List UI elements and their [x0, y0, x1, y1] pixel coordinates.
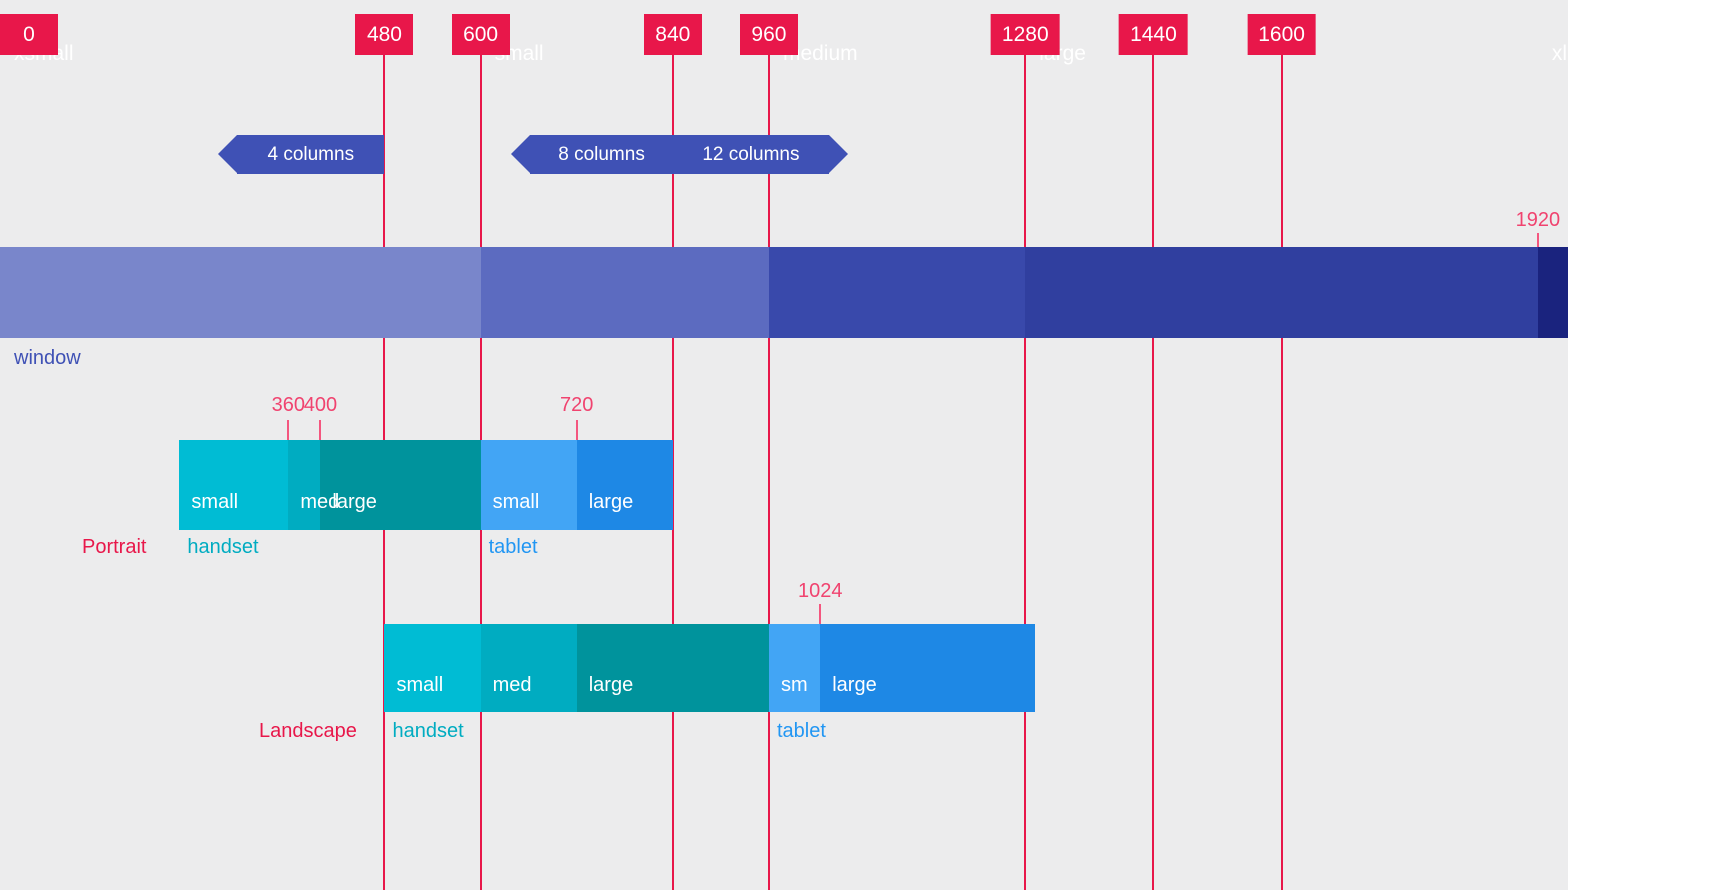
breakpoint-rule-1440	[1152, 14, 1155, 890]
breakpoint-chip-0[interactable]: 0	[0, 14, 58, 55]
landscape-tablet-annotation-1024: 1024	[797, 580, 843, 602]
portrait-handset-label-med: med	[300, 491, 340, 513]
landscape-handset-label-large: large	[588, 674, 634, 696]
landscape-handset-caption: handset	[392, 720, 464, 742]
portrait-handset-annotation-400: 400	[303, 394, 338, 416]
breakpoint-chart: 0 480 600 840 960 1280 1440 1600 4 columns 8 col…	[0, 0, 1568, 890]
portrait-handset-annotation-tick-400	[319, 420, 322, 440]
landscape-tablet-label-large: large	[832, 674, 877, 696]
landscape-tablet-segment-large	[820, 624, 1035, 712]
window-segment-medium	[768, 247, 1026, 338]
window-segment-xlarge	[1537, 247, 1568, 338]
portrait-tablet-segment-small	[480, 440, 577, 530]
breakpoint-chip-1600[interactable]: 1600	[1247, 14, 1316, 55]
portrait-tablet-caption: tablet	[488, 536, 538, 558]
landscape-handset-segment-small	[384, 624, 481, 712]
portrait-handset-segment-large	[320, 440, 481, 530]
breakpoint-rule-840	[671, 14, 674, 890]
window-size-band	[0, 247, 1568, 338]
landscape-handset-label-med: med	[492, 674, 532, 696]
portrait-handset-caption: handset	[187, 536, 259, 558]
portrait-handset-label-small: small	[191, 491, 239, 513]
window-segment-large	[1025, 247, 1538, 338]
column-badge-8-columns[interactable]: 8 columns	[511, 135, 673, 174]
window-annotation-tick-1920	[1536, 233, 1539, 247]
landscape-tablet-label-sm: sm	[780, 674, 808, 696]
portrait-tablet-annotation-720: 720	[560, 394, 594, 416]
portrait-handset-annotation-360: 360	[271, 394, 306, 416]
portrait-tablet-label-small: small	[492, 491, 540, 513]
portrait-handset-segment-small	[179, 440, 289, 530]
breakpoint-chip-600[interactable]: 600	[451, 14, 510, 55]
portrait-tablet-label-large: large	[588, 491, 634, 513]
column-badge-12-columns[interactable]: 12 columns	[672, 135, 849, 174]
breakpoint-rule-1600	[1280, 14, 1283, 890]
window-label-medium: medium	[782, 42, 858, 65]
landscape-caption: Landscape	[259, 720, 357, 742]
window-caption: window	[14, 347, 81, 369]
column-badge-4-columns[interactable]: 4 columns	[218, 135, 385, 174]
breakpoint-chip-1280[interactable]: 1280	[990, 14, 1060, 55]
breakpoint-rule-1280	[1024, 14, 1027, 890]
breakpoint-rule-960	[767, 14, 770, 890]
landscape-tablet-segment-sm	[768, 624, 821, 712]
breakpoint-chip-840[interactable]: 840	[643, 14, 702, 55]
landscape-handset-label-small: small	[396, 674, 444, 696]
breakpoint-chip-480[interactable]: 480	[355, 14, 414, 55]
window-segment-small	[480, 247, 769, 338]
breakpoint-chip-960[interactable]: 960	[739, 14, 798, 55]
portrait-handset-annotation-tick-360	[287, 420, 290, 440]
window-segment-xsmall	[0, 247, 481, 338]
landscape-handset-segment-med	[480, 624, 577, 712]
landscape-tablet-caption: tablet	[776, 720, 826, 742]
portrait-handset-label-large: large	[332, 491, 377, 513]
portrait-handset-segment-med	[288, 440, 321, 530]
window-annotation-1920: 1920	[1515, 209, 1561, 231]
window-label-xlarge: xlarge	[1551, 42, 1568, 65]
portrait-tablet-annotation-tick-720	[575, 420, 578, 440]
portrait-tablet-segment-large	[576, 440, 673, 530]
portrait-caption: Portrait	[82, 536, 147, 558]
landscape-handset-segment-large	[576, 624, 769, 712]
landscape-tablet-annotation-tick-1024	[819, 604, 822, 624]
breakpoint-chip-1440[interactable]: 1440	[1119, 14, 1188, 55]
